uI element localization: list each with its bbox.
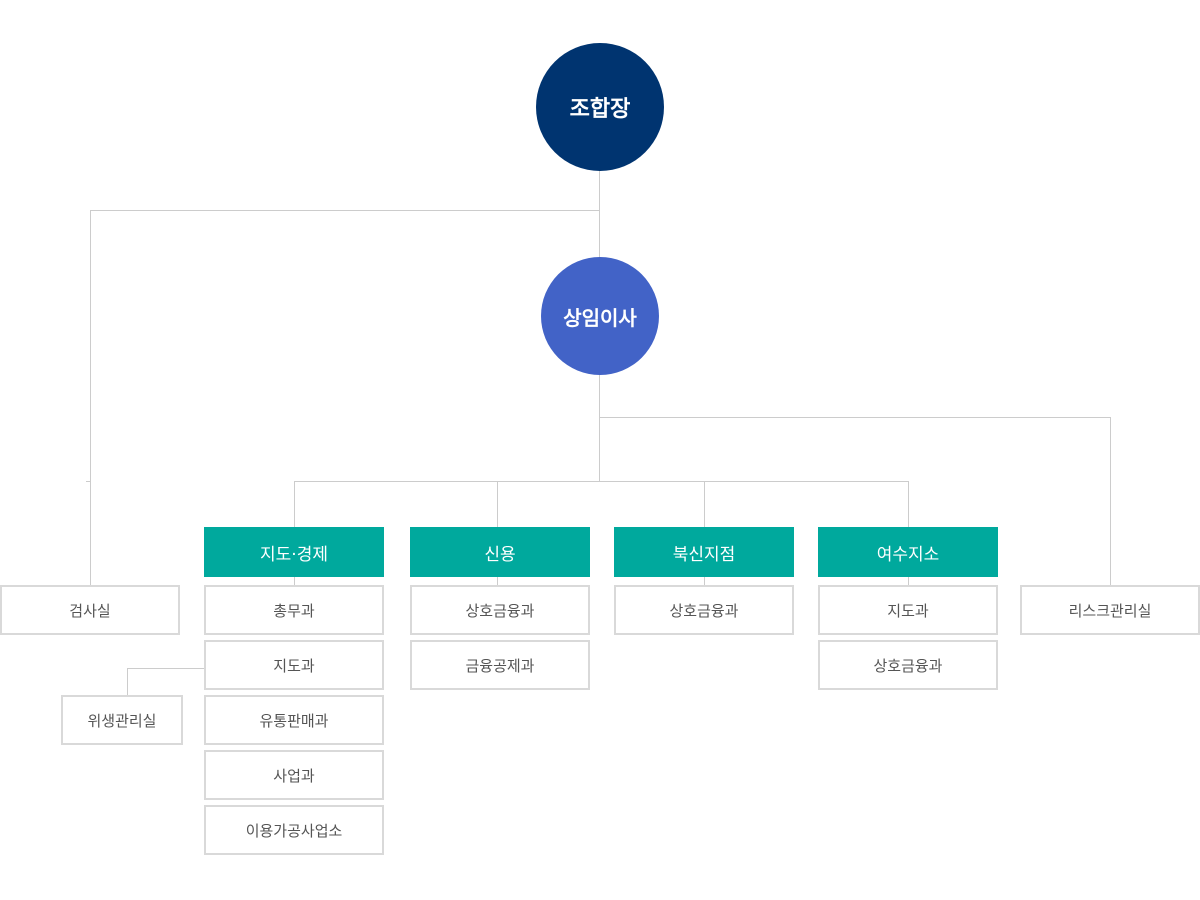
director-node: 상임이사 xyxy=(541,257,659,375)
dept-yeosu-office: 여수지소 xyxy=(818,527,998,577)
team-box: 사업과 xyxy=(204,750,384,800)
team-box: 지도과 xyxy=(818,585,998,635)
team-label: 사업과 xyxy=(273,766,315,785)
team-box: 금융공제과 xyxy=(410,640,590,690)
team-box: 유통판매과 xyxy=(204,695,384,745)
hygiene-office-box: 위생관리실 xyxy=(61,695,183,745)
risk-office-label: 리스크관리실 xyxy=(1068,601,1152,620)
team-label: 지도과 xyxy=(887,601,929,620)
dept-label: 여수지소 xyxy=(876,544,940,565)
team-label: 이용가공사업소 xyxy=(245,821,343,840)
team-box: 총무과 xyxy=(204,585,384,635)
hygiene-office-label: 위생관리실 xyxy=(87,711,157,730)
team-label: 총무과 xyxy=(273,601,315,620)
director-label: 상임이사 xyxy=(563,305,637,330)
team-label: 상호금융과 xyxy=(465,601,535,620)
dept-label: 신용 xyxy=(484,544,516,565)
team-label: 금융공제과 xyxy=(465,656,535,675)
audit-office-label: 검사실 xyxy=(69,601,111,620)
dept-label: 지도·경제 xyxy=(260,544,328,565)
team-box: 상호금융과 xyxy=(818,640,998,690)
dept-credit: 신용 xyxy=(410,527,590,577)
team-label: 지도과 xyxy=(273,656,315,675)
team-box: 이용가공사업소 xyxy=(204,805,384,855)
team-box: 상호금융과 xyxy=(410,585,590,635)
dept-bukshin-branch: 북신지점 xyxy=(614,527,794,577)
risk-office-box: 리스크관리실 xyxy=(1020,585,1200,635)
audit-office-box: 검사실 xyxy=(0,585,180,635)
team-label: 상호금융과 xyxy=(669,601,739,620)
team-label: 유통판매과 xyxy=(259,711,329,730)
dept-guidance-economy: 지도·경제 xyxy=(204,527,384,577)
chairman-label: 조합장 xyxy=(569,97,631,122)
team-label: 상호금융과 xyxy=(873,656,943,675)
team-box: 상호금융과 xyxy=(614,585,794,635)
team-box: 지도과 xyxy=(204,640,384,690)
dept-label: 북신지점 xyxy=(672,544,736,565)
chairman-node: 조합장 xyxy=(536,43,664,171)
